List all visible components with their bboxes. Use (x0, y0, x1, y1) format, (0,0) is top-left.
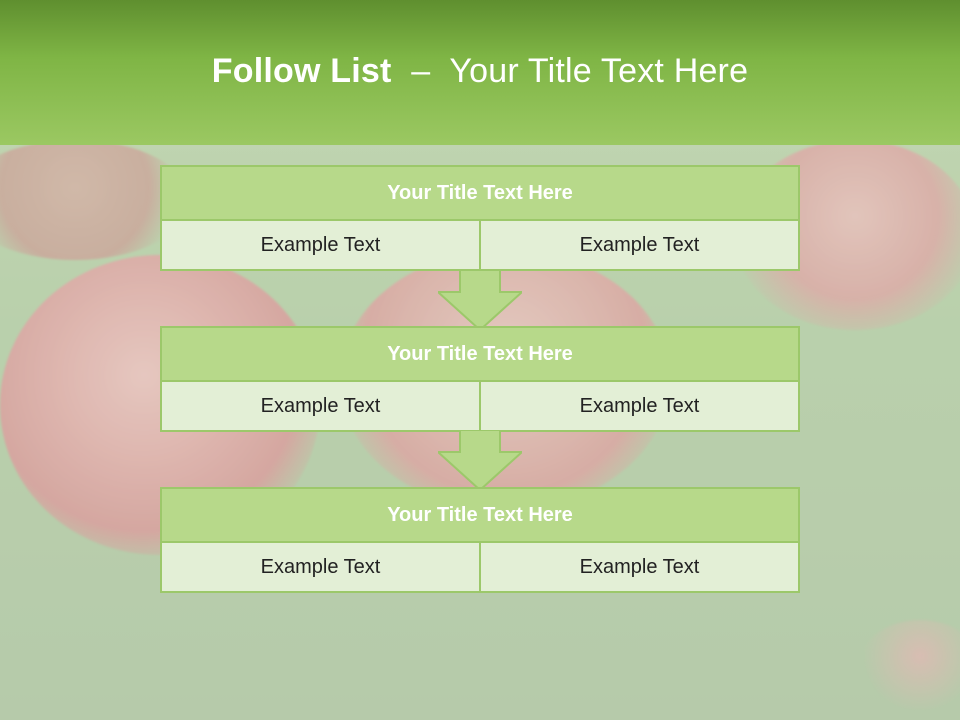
flow-block-row: Example Text Example Text (160, 221, 800, 271)
flow-block-title: Your Title Text Here (160, 487, 800, 543)
flow-block-1: Your Title Text Here Example Text Exampl… (160, 165, 800, 271)
down-arrow-icon (438, 270, 522, 332)
slide-title: Follow List – Your Title Text Here (0, 52, 960, 91)
down-arrow-icon (438, 430, 522, 492)
flow-cell-left: Example Text (160, 543, 481, 593)
flow-block-row: Example Text Example Text (160, 543, 800, 593)
flow-block-row: Example Text Example Text (160, 382, 800, 432)
flow-block-title: Your Title Text Here (160, 165, 800, 221)
flow-cell-right: Example Text (481, 543, 800, 593)
title-rest: Your Title Text Here (449, 52, 749, 90)
title-dash: – (411, 52, 431, 90)
flow-cell-right: Example Text (481, 221, 800, 271)
flow-block-title: Your Title Text Here (160, 326, 800, 382)
flow-block-2: Your Title Text Here Example Text Exampl… (160, 326, 800, 432)
flow-block-3: Your Title Text Here Example Text Exampl… (160, 487, 800, 593)
raspberry-blur (0, 140, 190, 260)
title-bold: Follow List (211, 52, 392, 90)
slide-header: Follow List – Your Title Text Here (0, 0, 960, 145)
flow-cell-left: Example Text (160, 221, 481, 271)
raspberry-blur (860, 620, 960, 710)
flow-cell-left: Example Text (160, 382, 481, 432)
flow-cell-right: Example Text (481, 382, 800, 432)
